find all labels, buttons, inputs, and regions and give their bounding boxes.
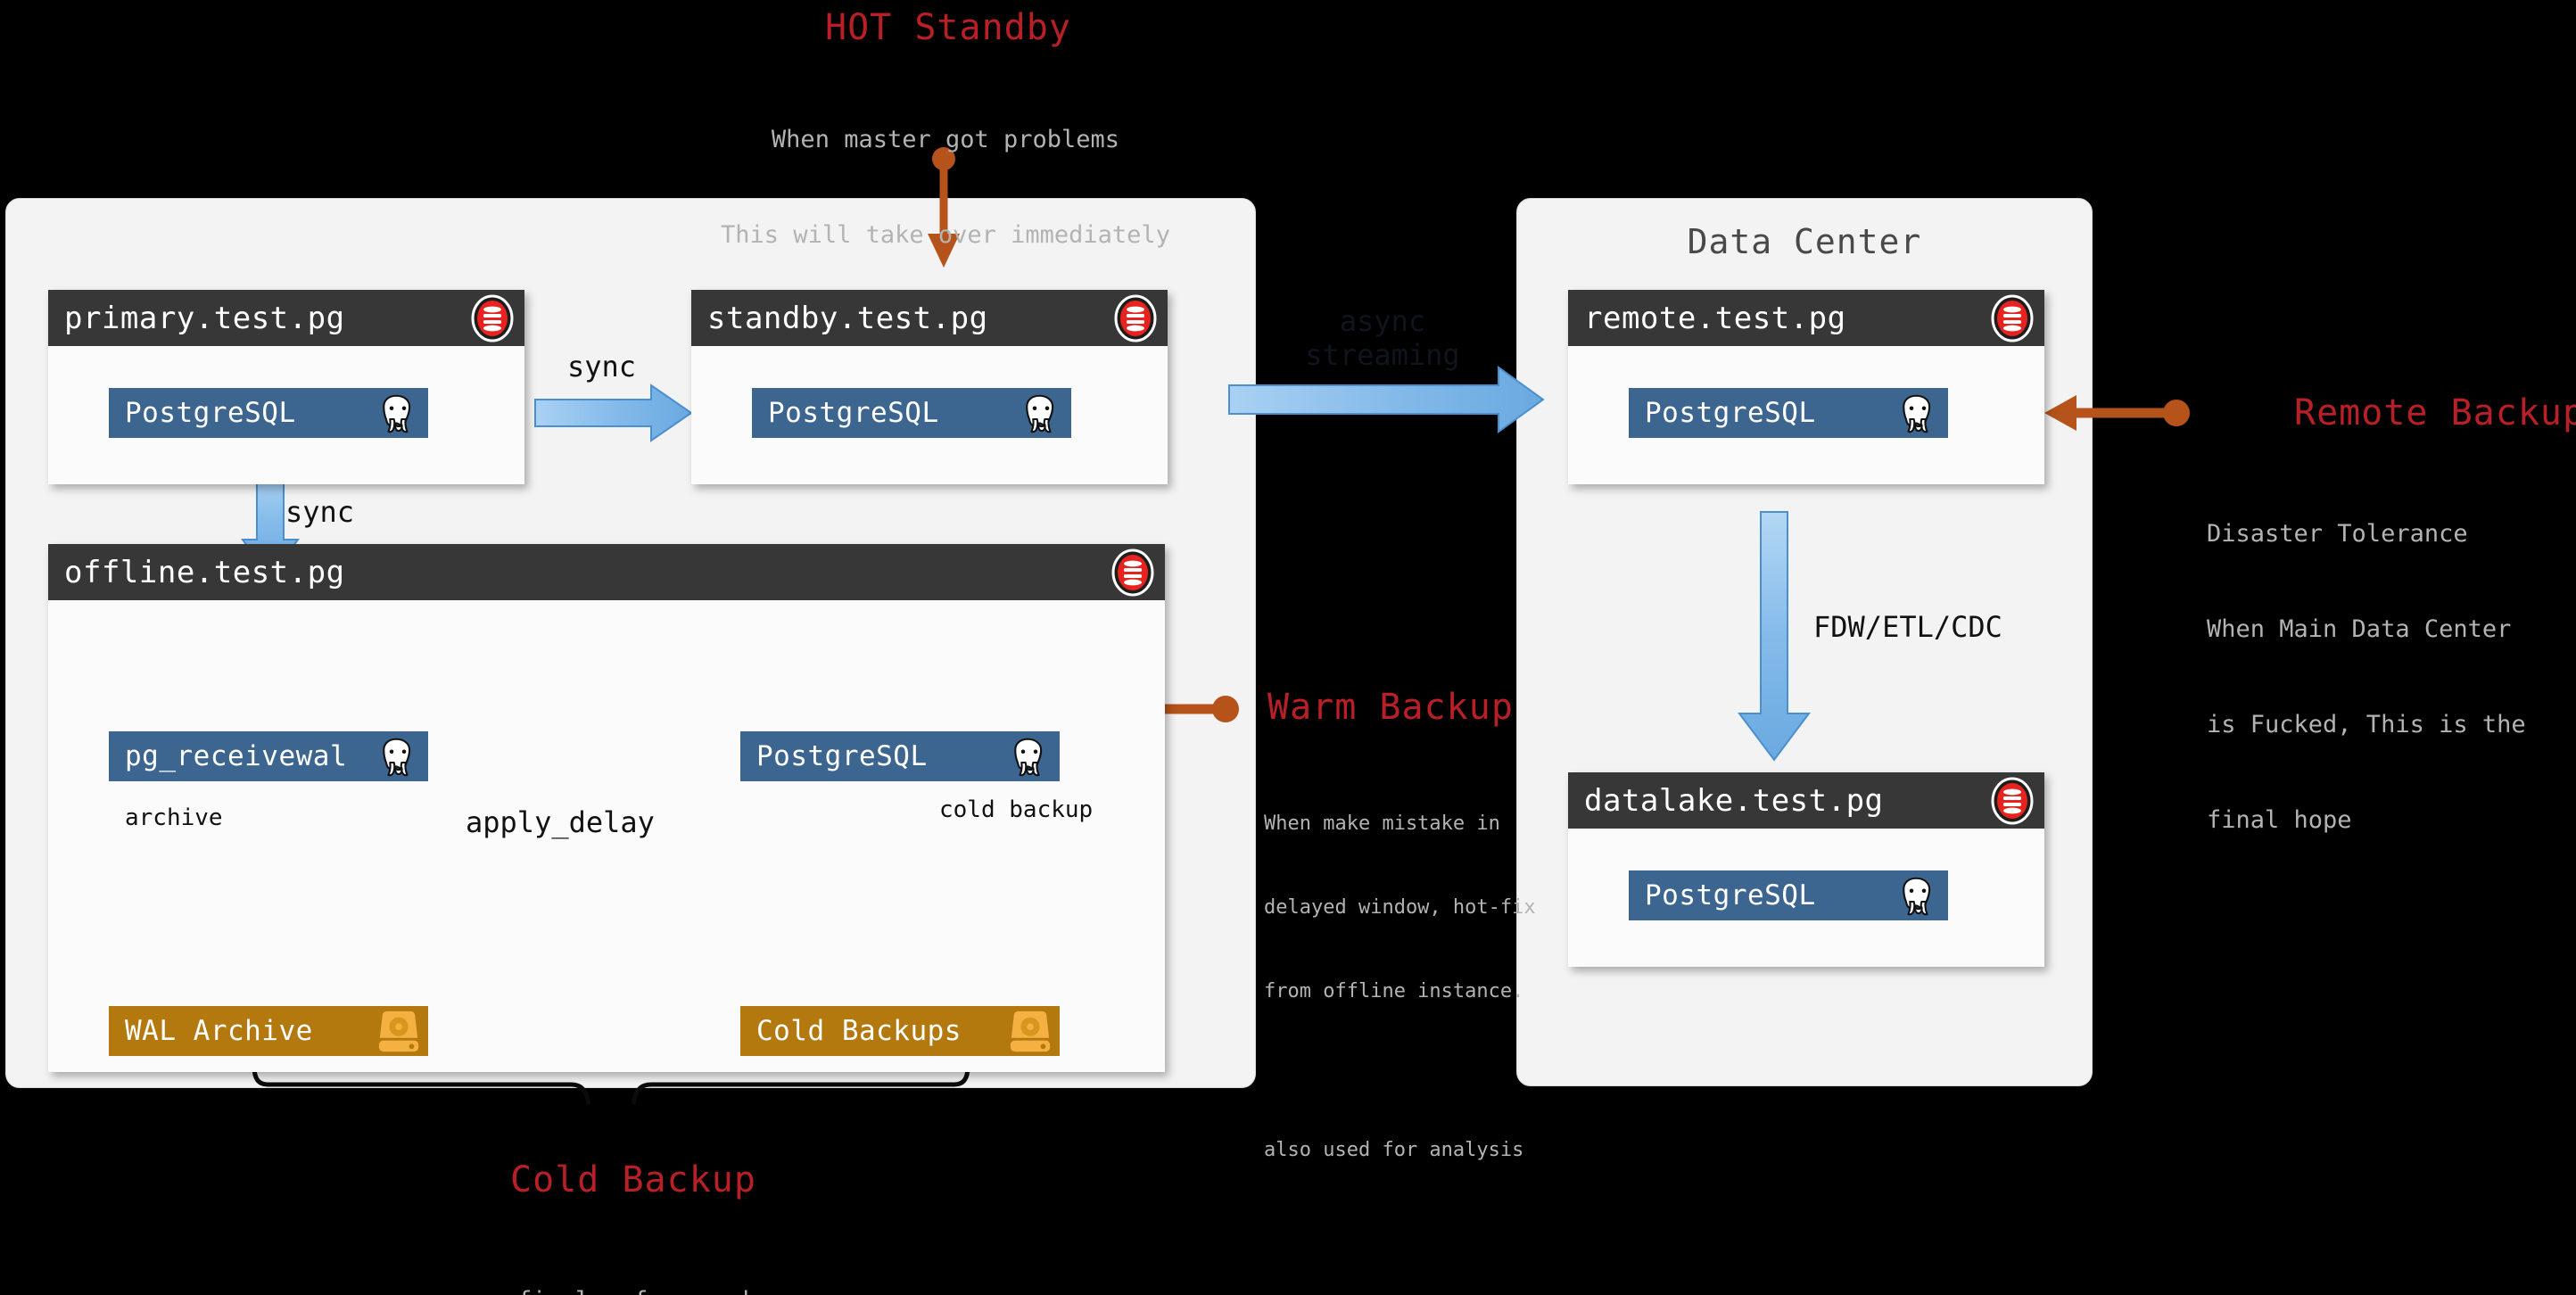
service-postgresql[interactable]: PostgreSQL	[109, 388, 428, 438]
database-icon	[1111, 549, 1154, 597]
node-standby[interactable]: standby.test.pg PostgreSQL	[691, 290, 1168, 484]
node-datalake-header: datalake.test.pg	[1568, 772, 2044, 829]
service-label: PostgreSQL	[756, 740, 928, 772]
annotation-remote-backup-body: Disaster Tolerance When Main Data Center…	[2207, 455, 2576, 900]
annotation-cold-backup-title: Cold Backup	[510, 1159, 756, 1200]
node-standby-header: standby.test.pg	[691, 290, 1168, 346]
edge-label-async-line2: streaming	[1305, 337, 1460, 372]
edge-label-primary-standby: sync	[567, 350, 637, 384]
service-label: PostgreSQL	[125, 397, 296, 429]
annotation-line: is Fucked, This is the	[2207, 711, 2526, 738]
service-label: PostgreSQL	[768, 397, 939, 429]
service-pg-receivewal[interactable]: pg_receivewal	[109, 731, 428, 781]
postgresql-elephant-icon	[1893, 870, 1943, 920]
database-icon	[1114, 294, 1157, 342]
annotation-line: delayed window, hot-fix	[1264, 896, 1536, 920]
annotation-line: When master got problems	[771, 126, 1120, 154]
edge-standby-to-remote	[1228, 366, 1545, 433]
storage-wal-archive[interactable]: WAL Archive	[109, 1006, 428, 1056]
edge-label-primary-offline: sync	[285, 495, 355, 529]
service-label: pg_receivewal	[125, 740, 348, 772]
annotation-cold-backup-body: final safe guard Brings you to any statu…	[294, 1222, 972, 1295]
node-remote-title: remote.test.pg	[1584, 300, 1846, 336]
edge-label-async-line1: async	[1339, 304, 1426, 338]
service-postgresql[interactable]: PostgreSQL	[1629, 388, 1948, 438]
annotation-line: from offline instance.	[1264, 979, 1524, 1002]
annotation-hot-standby-body: When master got problems This will take …	[696, 61, 1195, 315]
annotation-hot-standby-title: HOT Standby	[825, 7, 1071, 48]
annotation-line: When Main Data Center	[2207, 615, 2512, 644]
node-datalake-title: datalake.test.pg	[1584, 782, 1884, 819]
edge-label-archive: archive	[125, 804, 223, 831]
hard-disk-icon	[376, 1008, 421, 1054]
service-label: PostgreSQL	[1645, 397, 1816, 429]
database-icon	[471, 294, 514, 342]
service-label: PostgreSQL	[1645, 879, 1816, 911]
database-icon	[1991, 294, 2034, 342]
postgresql-elephant-icon	[1893, 388, 1943, 438]
annotation-warm-backup-body: When make mistake in delayed window, hot…	[1264, 755, 1536, 1220]
annotation-line: Disaster Tolerance	[2207, 520, 2468, 549]
storage-cold-backups[interactable]: Cold Backups	[740, 1006, 1060, 1056]
annotation-line: When make mistake in	[1264, 812, 1500, 836]
service-postgresql[interactable]: PostgreSQL	[1629, 870, 1948, 920]
node-standby-title: standby.test.pg	[707, 300, 988, 336]
annotation-line: also used for analysis	[1264, 1139, 1524, 1162]
postgresql-elephant-icon	[373, 731, 423, 781]
edge-label-fdw-etl-cdc: FDW/ETL/CDC	[1813, 610, 2002, 644]
service-postgresql[interactable]: PostgreSQL	[740, 731, 1060, 781]
storage-label: Cold Backups	[756, 1015, 962, 1047]
hard-disk-icon	[1008, 1008, 1053, 1054]
postgresql-elephant-icon	[1004, 731, 1054, 781]
node-datalake[interactable]: datalake.test.pg PostgreSQL	[1568, 772, 2044, 967]
annotation-remote-backup-title: Remote Backup	[2294, 392, 2576, 433]
node-primary-title: primary.test.pg	[64, 300, 345, 336]
postgresql-elephant-icon	[1016, 388, 1066, 438]
annotation-line: final safe guard	[294, 1285, 972, 1295]
edge-label-cold-backup: cold backup	[939, 796, 1094, 823]
storage-label: WAL Archive	[125, 1015, 313, 1047]
annotation-warm-backup-title: Warm Backup	[1267, 687, 1514, 728]
node-primary[interactable]: primary.test.pg PostgreSQL	[48, 290, 524, 484]
annotation-line-spacer	[1264, 1061, 1532, 1081]
node-offline[interactable]: offline.test.pg pg_receivewal	[48, 544, 1165, 1072]
data-center-title: Data Center	[1687, 222, 1922, 261]
annotation-line: This will take over immediately	[721, 221, 1170, 250]
database-icon	[1991, 777, 2034, 825]
node-remote-header: remote.test.pg	[1568, 290, 2044, 346]
node-offline-title: offline.test.pg	[64, 554, 345, 590]
annotation-line: final hope	[2207, 805, 2352, 834]
service-postgresql[interactable]: PostgreSQL	[752, 388, 1071, 438]
node-remote[interactable]: remote.test.pg PostgreSQL	[1568, 290, 2044, 484]
edge-label-apply-delay: apply_delay	[466, 805, 655, 839]
edge-label-async-streaming: async streaming	[1284, 304, 1481, 373]
postgresql-elephant-icon	[373, 388, 423, 438]
node-primary-header: primary.test.pg	[48, 290, 524, 346]
node-offline-header: offline.test.pg	[48, 544, 1165, 600]
